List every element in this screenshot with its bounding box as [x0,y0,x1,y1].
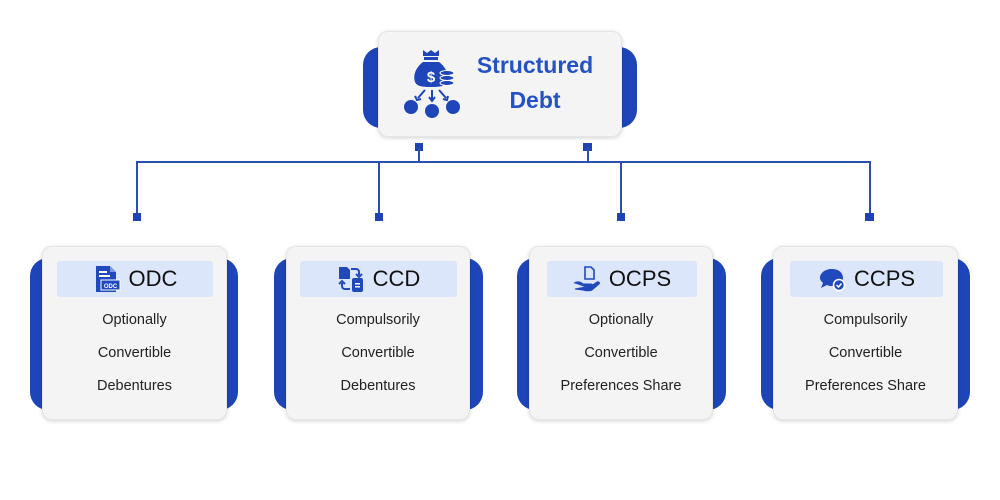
connector-line [620,161,622,217]
ccd-card: CCD Compulsorily Convertible Debentures [286,246,470,420]
root-title: Structured Debt [465,48,605,118]
connector-line [378,161,380,217]
root-title-line2: Debt [509,87,561,113]
document-odc-icon: ODC [95,266,121,292]
ccps-header: CCPS [790,261,943,297]
ocps-line-1: Optionally [588,312,654,328]
ccps-line-2: Convertible [828,345,903,361]
odc-line-2: Convertible [97,345,172,361]
document-exchange-icon [337,267,363,292]
odc-header: ODC ODC [57,261,213,297]
ocps-header: OCPS [547,261,697,297]
connector-node [865,213,874,221]
connector-line [418,147,420,163]
svg-text:ODC: ODC [103,284,117,290]
ocps-abbr: OCPS [608,266,672,291]
ocps-line-3: Preferences Share [560,378,682,394]
connector-line [136,161,871,163]
ccd-line-3: Debentures [340,378,416,394]
ccd-header: CCD [300,261,457,297]
connector-line [136,161,138,217]
ccd-abbr: CCD [372,266,421,291]
odc-line-1: Optionally [102,312,167,328]
connector-node [617,213,625,221]
connector-line [587,147,589,163]
ccd-line-1: Compulsorily [336,312,420,328]
ocps-line-2: Convertible [584,345,658,361]
connector-line [869,161,871,217]
ccps-card: CCPS Compulsorily Convertible Preference… [773,246,958,420]
connector-node [375,213,383,221]
odc-card: ODC ODC Optionally Convertible Debenture… [42,246,227,420]
ocps-card: OCPS Optionally Convertible Preferences … [529,246,713,420]
chat-check-icon [819,269,846,292]
money-bag-distribution-icon: $ [404,50,460,118]
odc-line-3: Debentures [97,378,172,394]
root-node: $ Structured Debt [378,31,622,137]
hand-document-icon [573,266,600,292]
ccps-abbr: CCPS [853,266,916,291]
connector-node [133,213,141,221]
ccps-line-3: Preferences Share [805,378,926,394]
odc-abbr: ODC [128,266,178,291]
svg-text:$: $ [427,69,436,86]
ccps-line-1: Compulsorily [823,312,908,328]
root-title-line1: Structured [476,52,594,78]
ccd-line-2: Convertible [341,345,415,361]
